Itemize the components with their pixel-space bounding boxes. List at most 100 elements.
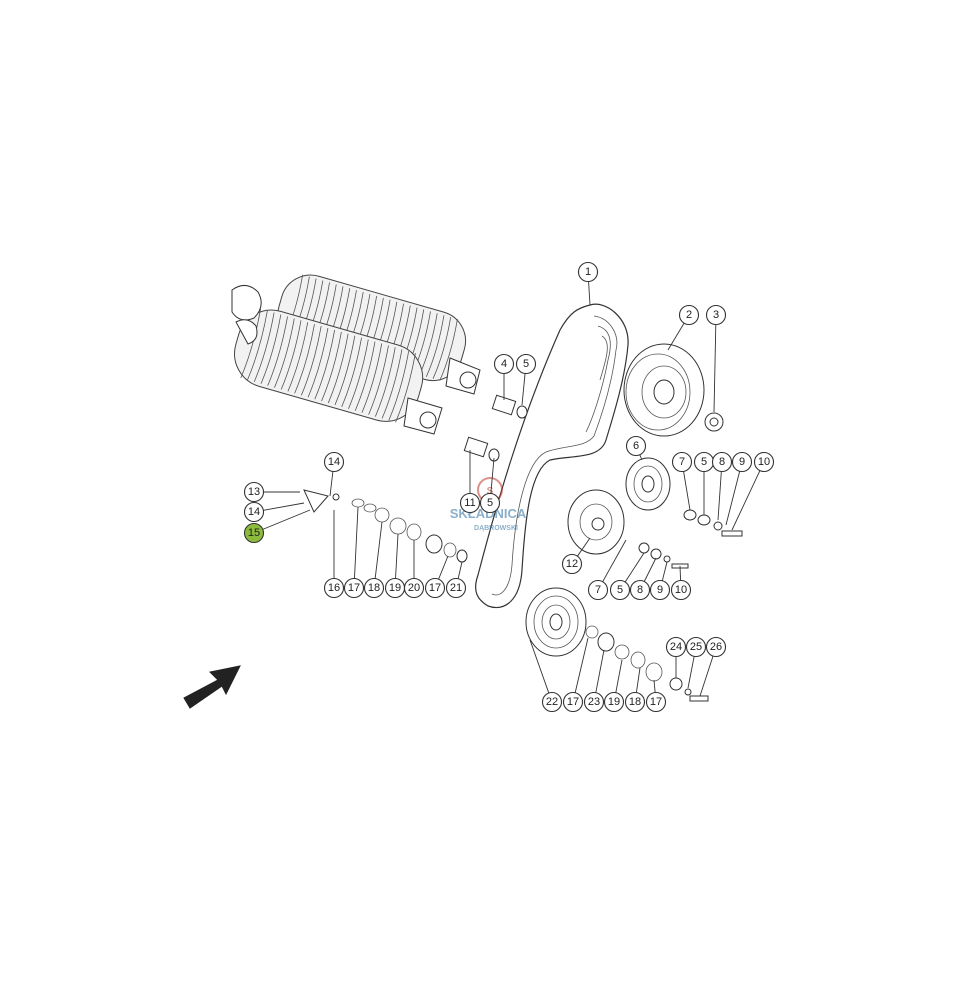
callout-10[interactable]: 10 — [670, 579, 692, 601]
callout-label: 1 — [585, 266, 591, 278]
callout-label: 11 — [464, 497, 475, 509]
callout-label: 4 — [501, 358, 507, 370]
svg-text:S: S — [487, 486, 494, 497]
callout-label: 8 — [719, 456, 725, 468]
callout-1[interactable]: 1 — [577, 261, 599, 283]
callout-label: 24 — [670, 641, 682, 653]
leader-line-17 — [653, 679, 656, 693]
callout-label: 17 — [429, 582, 441, 594]
callout-label: 9 — [657, 584, 663, 596]
callout-label: 19 — [389, 582, 401, 594]
callout-8[interactable]: 8 — [629, 579, 651, 601]
callout-26[interactable]: 26 — [705, 636, 727, 658]
callout-label: 12 — [566, 558, 578, 570]
leader-line-17 — [438, 555, 449, 580]
callout-21[interactable]: 21 — [445, 577, 467, 599]
leader-line-8 — [717, 471, 722, 521]
callout-23[interactable]: 23 — [583, 691, 605, 713]
callout-18[interactable]: 18 — [363, 577, 385, 599]
leader-line-10 — [679, 565, 682, 581]
callout-22[interactable]: 22 — [541, 691, 563, 713]
callout-5[interactable]: 5 — [693, 451, 715, 473]
callout-label: 20 — [408, 582, 420, 594]
leader-line-12 — [577, 537, 591, 557]
callout-9[interactable]: 9 — [731, 451, 753, 473]
leader-line-17 — [354, 506, 359, 579]
callout-label: 2 — [686, 309, 692, 321]
leader-line-2 — [667, 322, 685, 351]
callout-label: 10 — [758, 456, 770, 468]
callout-14[interactable]: 14 — [323, 451, 345, 473]
leader-line-19 — [615, 659, 623, 693]
callout-label: 6 — [633, 440, 639, 452]
leader-line-23 — [595, 649, 605, 693]
leader-line-18 — [635, 667, 641, 693]
leader-line-14 — [329, 471, 334, 497]
callout-label: 7 — [679, 456, 685, 468]
callout-label: 16 — [328, 582, 340, 594]
callout-10[interactable]: 10 — [753, 451, 775, 473]
leader-line-9 — [661, 561, 668, 581]
callout-label: 17 — [567, 696, 579, 708]
callout-5[interactable]: 5 — [479, 492, 501, 514]
callout-11[interactable]: 11 — [459, 492, 481, 514]
leader-line-21 — [457, 561, 463, 579]
callout-16[interactable]: 16 — [323, 577, 345, 599]
leader-line-19 — [395, 533, 399, 579]
callout-24[interactable]: 24 — [665, 636, 687, 658]
leader-line-18 — [374, 521, 383, 579]
callout-17[interactable]: 17 — [424, 577, 446, 599]
callout-15-highlighted[interactable]: 15 — [243, 522, 265, 544]
callout-label: 7 — [595, 584, 601, 596]
callout-label: 8 — [637, 584, 643, 596]
callout-label: 18 — [368, 582, 380, 594]
callout-17[interactable]: 17 — [562, 691, 584, 713]
leader-line-9 — [725, 471, 741, 526]
leader-line-26 — [699, 655, 714, 697]
callout-17[interactable]: 17 — [343, 577, 365, 599]
leader-line-7 — [683, 471, 691, 511]
leader-line-15 — [262, 509, 311, 530]
callout-25[interactable]: 25 — [685, 636, 707, 658]
callout-label: 9 — [739, 456, 745, 468]
pulley-6-drawing — [625, 457, 671, 511]
direction-arrow-icon — [183, 665, 241, 709]
callout-14[interactable]: 14 — [243, 501, 265, 523]
leader-line-22 — [529, 639, 550, 694]
leader-line-10 — [731, 470, 761, 531]
pulley-2-drawing — [623, 343, 724, 437]
leader-line-5 — [624, 552, 645, 583]
callout-19[interactable]: 19 — [603, 691, 625, 713]
callout-12[interactable]: 12 — [561, 553, 583, 575]
rollers-drawing — [231, 274, 481, 435]
callout-19[interactable]: 19 — [384, 577, 406, 599]
callout-label: 23 — [588, 696, 600, 708]
callout-5[interactable]: 5 — [609, 579, 631, 601]
callout-5[interactable]: 5 — [515, 353, 537, 375]
callout-3[interactable]: 3 — [705, 304, 727, 326]
leader-line-3 — [713, 324, 717, 413]
leader-line-8 — [643, 557, 657, 582]
callout-label: 13 — [248, 486, 260, 498]
callout-label: 5 — [523, 358, 529, 370]
callout-9[interactable]: 9 — [649, 579, 671, 601]
pulley-12-drawing — [567, 489, 625, 555]
callout-label: 14 — [328, 456, 340, 468]
callout-6[interactable]: 6 — [625, 435, 647, 457]
leader-lines — [262, 281, 761, 697]
callout-label: 15 — [248, 527, 260, 539]
callout-7[interactable]: 7 — [671, 451, 693, 473]
callout-label: 19 — [608, 696, 620, 708]
callout-13[interactable]: 13 — [243, 481, 265, 503]
callout-2[interactable]: 2 — [678, 304, 700, 326]
callout-8[interactable]: 8 — [711, 451, 733, 473]
callout-label: 17 — [650, 696, 662, 708]
callout-20[interactable]: 20 — [403, 577, 425, 599]
callout-label: 3 — [713, 309, 719, 321]
callout-17[interactable]: 17 — [645, 691, 667, 713]
callout-18[interactable]: 18 — [624, 691, 646, 713]
callout-7[interactable]: 7 — [587, 579, 609, 601]
callout-label: 10 — [675, 584, 687, 596]
callout-4[interactable]: 4 — [493, 353, 515, 375]
